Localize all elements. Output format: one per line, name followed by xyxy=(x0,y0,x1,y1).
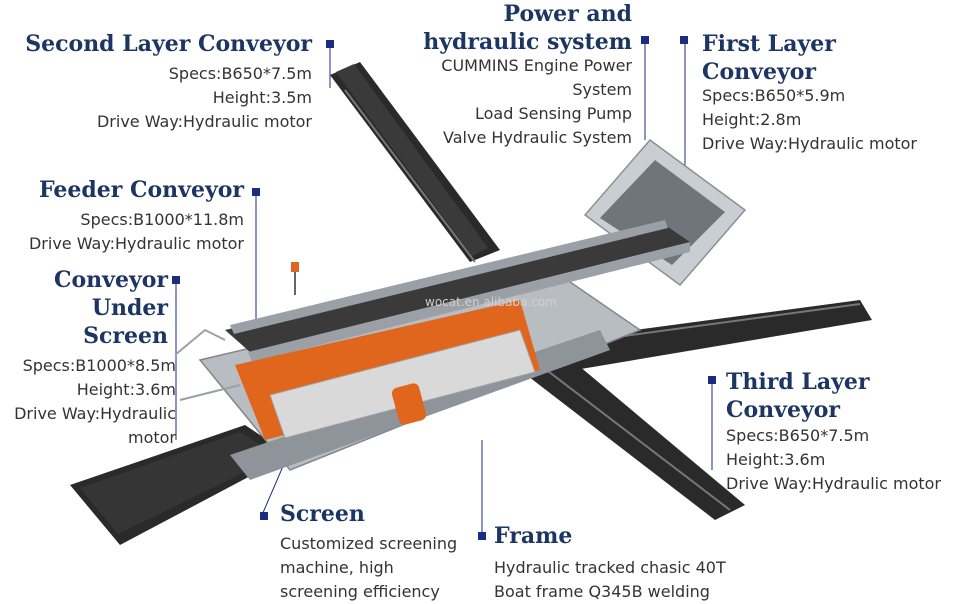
third-layer-title: Third Layer Conveyor xyxy=(726,368,946,424)
spec-line: Drive Way:Hydraulic motor xyxy=(702,134,918,153)
marker-third-layer xyxy=(708,376,716,384)
spec-line: Specs:B650*7.5m xyxy=(726,426,870,445)
second-layer-conveyor xyxy=(330,62,500,263)
title-line: Conveyor xyxy=(53,267,168,293)
marker-second-layer xyxy=(326,40,334,48)
title-line: Under xyxy=(91,295,168,321)
title-line: Third Layer xyxy=(726,369,870,395)
marker-first-layer xyxy=(680,36,688,44)
marker-power xyxy=(641,36,649,44)
second-layer-specs: Specs:B650*7.5m Height:3.5m Drive Way:Hy… xyxy=(20,62,312,134)
guard-rail xyxy=(174,328,241,401)
title-line: First Layer xyxy=(702,31,836,57)
spec-line: Height:3.6m xyxy=(726,450,826,469)
title-line: Power and xyxy=(503,1,632,27)
frame-specs: Hydraulic tracked chasic 40T Boat frame … xyxy=(494,556,754,604)
spec-line: machine, high xyxy=(280,558,394,577)
third-layer-specs: Specs:B650*7.5m Height:3.6m Drive Way:Hy… xyxy=(726,424,958,496)
leader-lines xyxy=(175,42,713,535)
spec-line: Boat frame Q345B welding xyxy=(494,582,710,601)
spec-line: screening efficiency xyxy=(280,582,440,601)
spec-line: Drive Way:Hydraulic motor xyxy=(726,474,942,493)
marker-frame xyxy=(478,532,486,540)
power-specs: CUMMINS Engine Power System Load Sensing… xyxy=(400,54,632,150)
spec-line: Load Sensing Pump xyxy=(474,104,632,123)
spec-line: Customized screening xyxy=(280,534,458,553)
beacon xyxy=(291,262,299,295)
first-layer-specs: Specs:B650*5.9m Height:2.8m Drive Way:Hy… xyxy=(702,84,952,156)
first-layer-title: First Layer Conveyor xyxy=(702,30,942,86)
screen-title: Screen xyxy=(280,501,365,527)
under-screen-specs: Specs:B1000*8.5m Height:3.6m Drive Way:H… xyxy=(0,354,176,450)
spec-line: Height:3.5m xyxy=(212,88,312,107)
feeder-specs: Specs:B1000*11.8m Drive Way:Hydraulic mo… xyxy=(0,208,244,256)
spec-line: System xyxy=(572,80,632,99)
marker-under-screen xyxy=(172,276,180,284)
power-title: Power and hydraulic system xyxy=(400,0,632,56)
under-screen-title: Conveyor Under Screen xyxy=(20,266,168,350)
title-line: Conveyor xyxy=(726,397,841,423)
marker-screen xyxy=(260,512,268,520)
spec-line: Drive Way:Hydraulic motor xyxy=(28,234,244,253)
frame-title: Frame xyxy=(494,523,573,549)
feeder-title: Feeder Conveyor xyxy=(38,177,244,203)
spec-line: Hydraulic tracked chasic 40T xyxy=(494,558,726,577)
title-line: Conveyor xyxy=(702,59,817,85)
spec-line: CUMMINS Engine Power xyxy=(441,56,632,75)
spec-line: Specs:B650*7.5m xyxy=(168,64,312,83)
spec-line: Specs:B1000*8.5m xyxy=(22,356,176,375)
third-layer-conveyor xyxy=(520,350,745,520)
spec-line: Specs:B650*5.9m xyxy=(702,86,846,105)
spec-line: Specs:B1000*11.8m xyxy=(80,210,244,229)
feeder-conveyor xyxy=(225,220,690,362)
second-layer-title: Second Layer Conveyor xyxy=(25,31,312,57)
marker-feeder xyxy=(252,188,260,196)
spec-line: motor xyxy=(127,428,176,447)
spec-line: Drive Way:Hydraulic xyxy=(14,404,176,423)
spec-line: Valve Hydraulic System xyxy=(443,128,632,147)
vibrating-screen xyxy=(235,300,540,440)
spec-line: Drive Way:Hydraulic motor xyxy=(96,112,312,131)
title-line: Screen xyxy=(83,323,168,349)
spec-line: Height:3.6m xyxy=(76,380,176,399)
watermark: wocat.en.alibaba.com xyxy=(425,295,557,309)
spec-line: Height:2.8m xyxy=(702,110,802,129)
screen-specs: Customized screening machine, high scree… xyxy=(280,532,480,604)
title-line: hydraulic system xyxy=(423,29,632,55)
